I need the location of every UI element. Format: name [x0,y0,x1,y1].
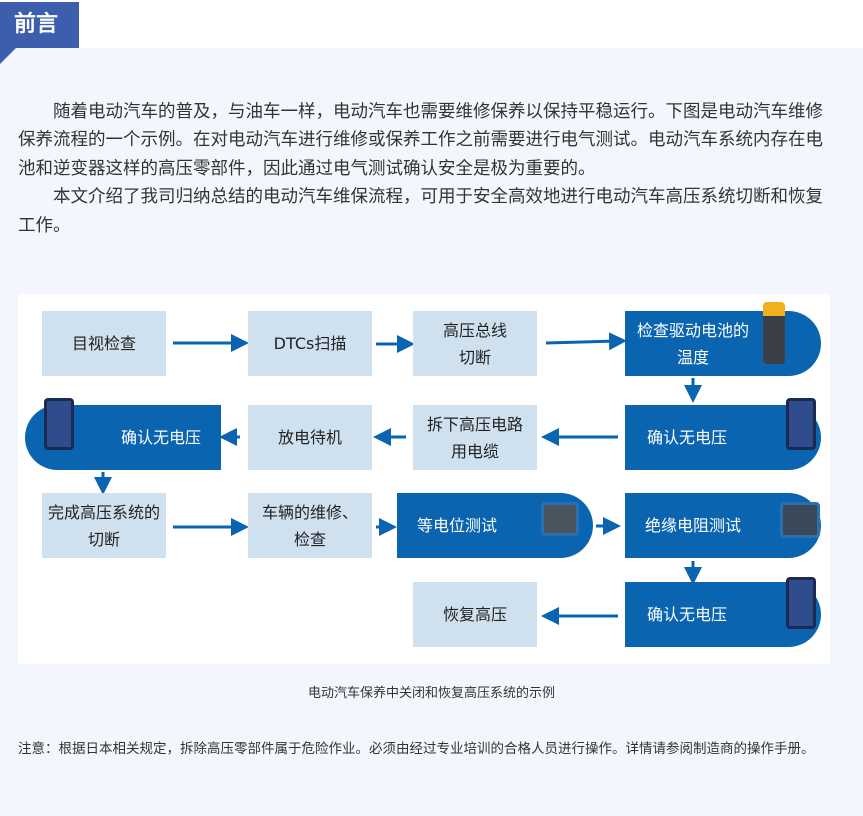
step-remove-hv-cable: 拆下高压电路 用电缆 [413,405,537,470]
bonding-tester-icon [541,502,579,536]
safety-note: 注意：根据日本相关规定，拆除高压零部件属于危险作业。必须由经过专业培训的合格人员… [18,741,815,757]
flow-diagram: 目视检查 DTCs扫描 高压总线 切断 检查驱动电池的 温度 确认无电压 放电待… [18,294,830,664]
step-visual-inspection: 目视检查 [42,311,166,376]
step-restore-hv: 恢复高压 [413,582,537,647]
arrow [545,332,627,351]
section-title: 前言 [0,2,79,48]
step-hv-cutoff-complete: 完成高压系统的 切断 [42,493,166,558]
step-discharge-wait: 放电待机 [248,405,372,470]
multimeter-icon [786,577,816,629]
step-battery-temperature: 检查驱动电池的 温度 [625,311,821,376]
tag-corner [0,48,16,64]
thermometer-icon [763,302,785,364]
intro-paragraph-2: 本文介绍了我司归纳总结的电动汽车维保流程，可用于安全高效地进行电动汽车高压系统切… [18,187,823,236]
multimeter-icon [44,398,74,450]
flow-arrows [94,332,702,625]
intro-text: 随着电动汽车的普及，与油车一样，电动汽车也需要维修保养以保持平稳运行。下图是电动… [18,98,833,240]
multimeter-icon [786,398,816,450]
insulation-tester-icon [780,502,820,538]
intro-paragraph-1: 随着电动汽车的普及，与油车一样，电动汽车也需要维修保养以保持平稳运行。下图是电动… [18,102,823,179]
diagram-caption: 电动汽车保养中关闭和恢复高压系统的示例 [307,686,555,701]
step-hv-bus-cutoff: 高压总线 切断 [413,311,537,376]
step-vehicle-service: 车辆的维修、 检查 [248,493,372,558]
step-dtc-scan: DTCs扫描 [248,311,372,376]
